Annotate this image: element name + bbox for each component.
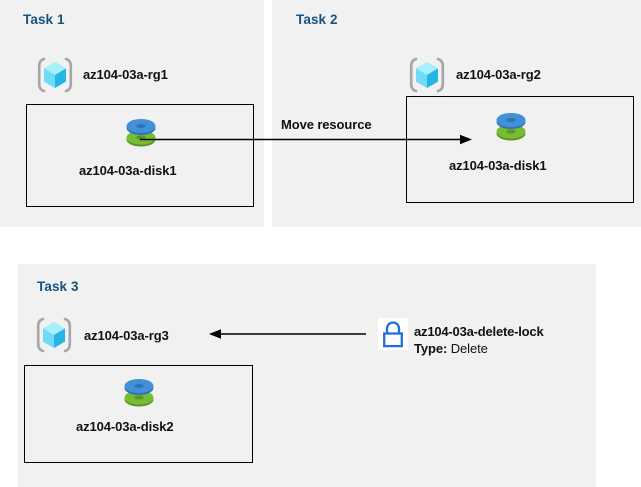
lock-type-key: Type: bbox=[414, 341, 448, 356]
task-2-resource-group-label: az104-03a-rg2 bbox=[456, 67, 541, 82]
task-2-resource-box bbox=[406, 96, 634, 203]
task-2-title: Task 2 bbox=[296, 12, 338, 27]
disk-icon bbox=[122, 375, 156, 413]
move-resource-label: Move resource bbox=[281, 117, 372, 132]
lock-icon bbox=[378, 318, 408, 350]
lock-type-value: Delete bbox=[450, 341, 488, 356]
move-resource-connector bbox=[140, 128, 475, 152]
task-1-resource-label: az104-03a-disk1 bbox=[79, 163, 177, 178]
lock-name-label: az104-03a-delete-lock bbox=[414, 324, 544, 339]
task-2-resource-label: az104-03a-disk1 bbox=[449, 158, 547, 173]
task-3-resource-group-label: az104-03a-rg3 bbox=[84, 328, 169, 343]
lock-type-row: Type: Delete bbox=[414, 341, 488, 356]
resource-group-icon bbox=[36, 56, 74, 94]
task-3-resource-label: az104-03a-disk2 bbox=[76, 419, 174, 434]
task-3-title: Task 3 bbox=[37, 279, 79, 294]
lock-connector bbox=[208, 323, 368, 345]
task-1-resource-group-label: az104-03a-rg1 bbox=[83, 67, 168, 82]
disk-icon bbox=[494, 109, 528, 147]
resource-group-icon bbox=[408, 56, 446, 94]
resource-group-icon bbox=[35, 316, 73, 354]
task-1-title: Task 1 bbox=[23, 12, 65, 27]
